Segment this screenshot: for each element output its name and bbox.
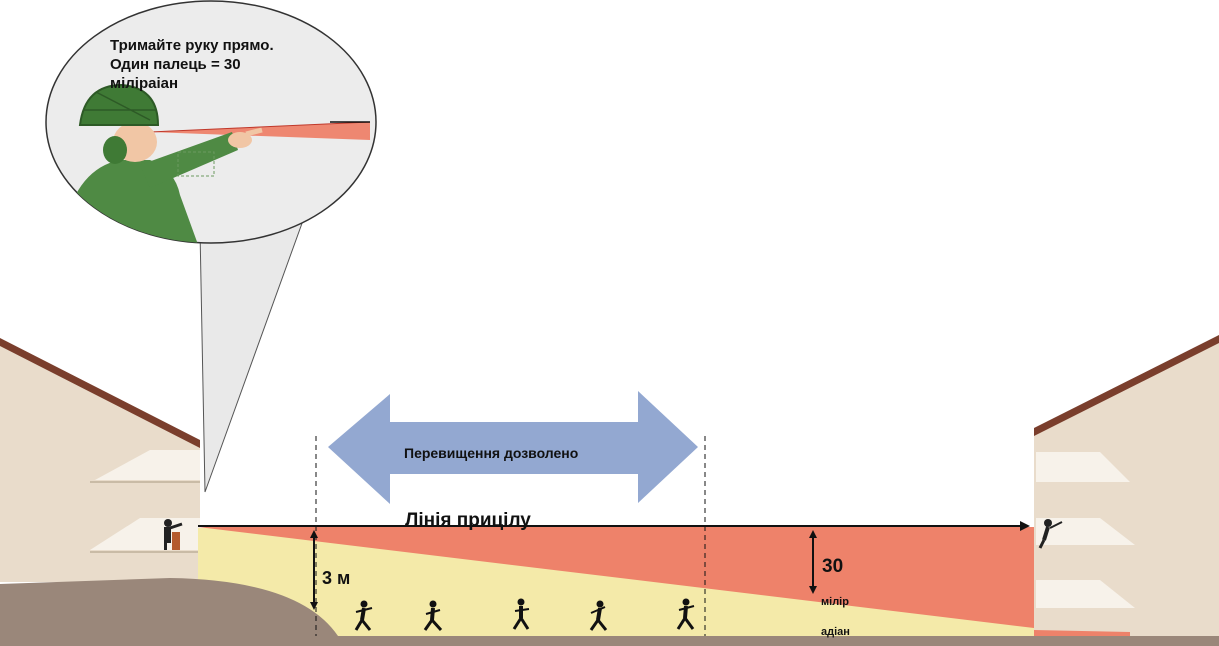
danger-zone xyxy=(198,527,1034,628)
running-soldier-icon xyxy=(676,598,695,630)
height-label: 3 м xyxy=(322,568,351,588)
running-soldiers xyxy=(354,598,695,632)
running-soldier-icon xyxy=(423,600,443,632)
angle-unit-line-1: мілір xyxy=(821,596,849,608)
target-silhouette-icon xyxy=(1038,519,1063,549)
sight-line xyxy=(198,521,1030,531)
right-building xyxy=(1034,335,1219,640)
angle-marker xyxy=(809,530,817,594)
overshoot-arrow xyxy=(328,391,698,504)
angle-unit-line-2: адіан xyxy=(821,626,850,638)
overshoot-label: Перевищення дозволено xyxy=(404,445,579,461)
running-soldier-icon xyxy=(512,598,530,630)
angle-value: 30 xyxy=(822,556,844,577)
running-soldier-icon xyxy=(354,600,373,631)
shooter-silhouette-icon xyxy=(164,519,183,550)
left-building xyxy=(0,338,200,582)
callout-line-2: Один палець = 30 xyxy=(110,56,241,73)
running-soldier-icon xyxy=(589,600,608,631)
callout-line-1: Тримайте руку прямо. xyxy=(110,37,274,54)
height-marker xyxy=(310,530,318,610)
sight-line-label: Лінія прицілу xyxy=(405,510,531,531)
callout-pointer xyxy=(199,214,306,493)
callout-line-3: міліраіан xyxy=(110,75,179,92)
callout-text: Тримайте руку прямо. Один палець = 30 мі… xyxy=(110,36,320,93)
ground xyxy=(0,578,1219,646)
